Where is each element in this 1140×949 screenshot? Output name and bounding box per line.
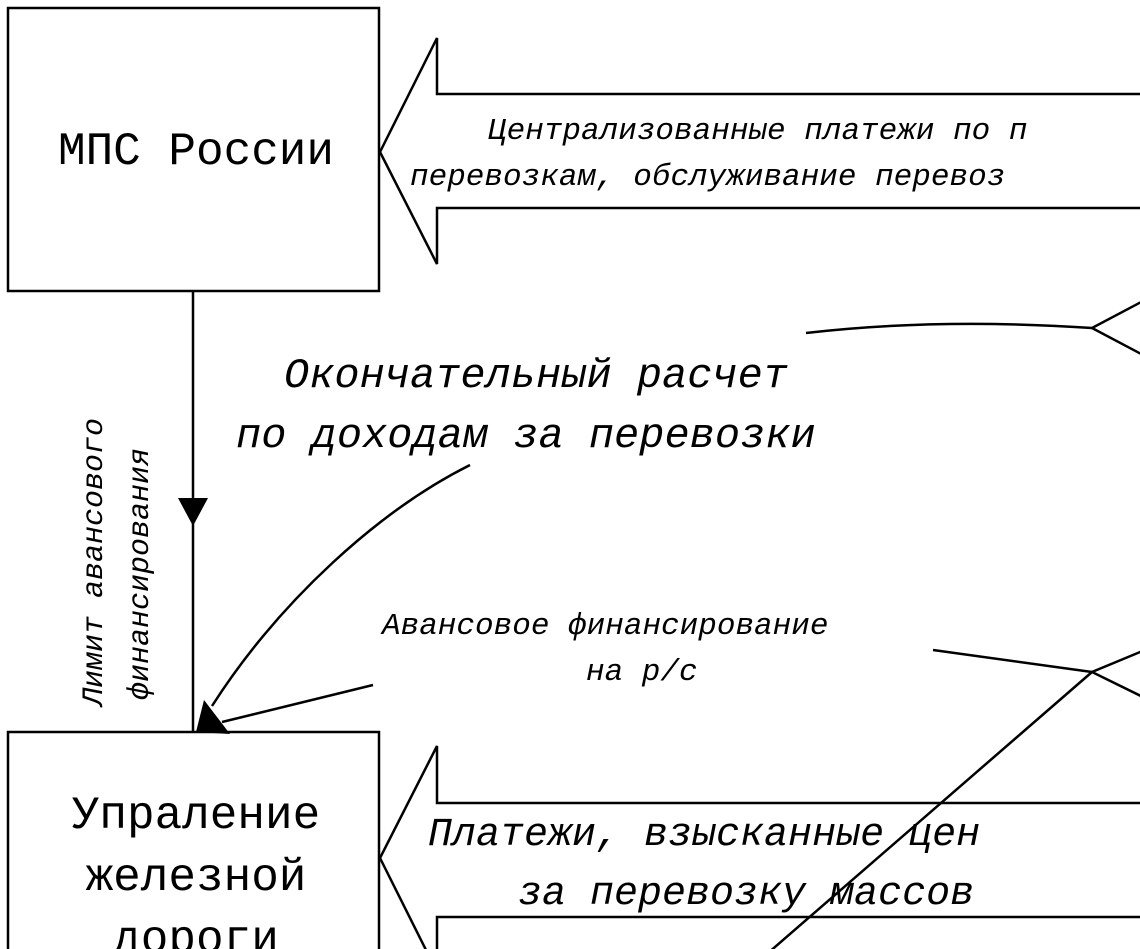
mps-russia-box: МПС России xyxy=(6,6,381,293)
advance-financing-label-line1: Авансовое финансирование xyxy=(380,609,828,644)
collected-payments-arrow: Платежи, взысканные цен за перевозку мас… xyxy=(378,745,1140,949)
advance-financing-line xyxy=(221,683,374,724)
advance-financing-label-line2: на р/с xyxy=(586,655,698,690)
railway-label-line2: железной xyxy=(86,852,307,904)
centralized-payments-label-line1: Централизованные платежи по п xyxy=(488,114,1028,149)
final-settlement-label-line1: Окончательный расчет xyxy=(284,352,788,400)
final-settlement-curve xyxy=(196,463,471,734)
collected-payments-label-line1: Платежи, взысканные цен xyxy=(428,813,980,858)
right-connector-lines xyxy=(770,648,1140,949)
centralized-payments-label-line2: перевозкам, обслуживание перевоз xyxy=(410,160,1005,195)
advance-limit-label-line1: Лимит авансового xyxy=(78,418,112,708)
final-settlement-label-line2: по доходам за перевозки xyxy=(236,412,816,460)
centralized-payments-arrow: Централизованные платежи по п перевозкам… xyxy=(378,37,1140,265)
railway-administration-box: Упраление железной дороги xyxy=(6,730,381,949)
advance-limit-label-line2: финансирования xyxy=(124,448,158,700)
railway-label-line3: дороги xyxy=(113,914,279,949)
advance-limit-arrow xyxy=(178,291,208,732)
collected-payments-label-line2: за перевозку массов xyxy=(518,872,974,917)
railway-label-line1: Упраление xyxy=(72,790,320,842)
final-settlement-source-line xyxy=(805,301,1140,355)
mps-russia-label: МПС России xyxy=(58,126,334,178)
